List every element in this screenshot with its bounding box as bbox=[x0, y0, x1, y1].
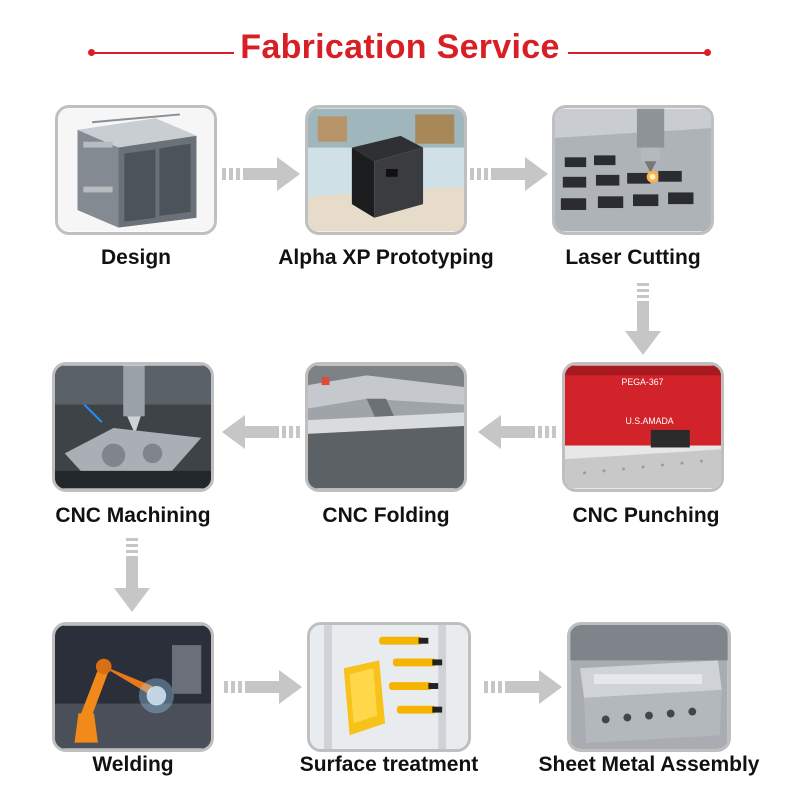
step-surface-treatment bbox=[307, 622, 471, 752]
step-label-cnc-punching: CNC Punching bbox=[572, 504, 720, 527]
welding-robot-icon bbox=[55, 625, 211, 749]
step-label-laser-cutting: Laser Cutting bbox=[565, 246, 701, 269]
press-brake-icon bbox=[308, 365, 464, 489]
page-title: Fabrication Service bbox=[240, 28, 560, 66]
step-alpha-xp-prototyping bbox=[305, 105, 467, 235]
cnc-mill-icon bbox=[55, 365, 211, 489]
step-sheet-metal-assembly bbox=[567, 622, 731, 752]
arrow-right-3 bbox=[224, 668, 302, 706]
step-label-alpha-xp-prototyping: Alpha XP Prototyping bbox=[278, 246, 494, 269]
arrow-down-1 bbox=[624, 283, 662, 355]
step-cnc-folding bbox=[305, 362, 467, 492]
arrow-down-2 bbox=[113, 538, 151, 612]
assembled-grill-icon bbox=[570, 625, 728, 749]
arrow-right-1 bbox=[222, 155, 300, 193]
step-welding bbox=[52, 622, 214, 752]
title-left-dot bbox=[88, 49, 95, 56]
step-laser-cutting bbox=[552, 105, 714, 235]
title-left-line bbox=[92, 52, 234, 54]
step-label-cnc-machining: CNC Machining bbox=[55, 504, 211, 527]
arrow-left-2 bbox=[478, 413, 556, 451]
step-cnc-machining bbox=[52, 362, 214, 492]
cabinet-cad-icon bbox=[58, 108, 214, 232]
powder-coating-icon bbox=[310, 625, 468, 749]
step-label-design: Design bbox=[100, 246, 171, 269]
step-label-surface-treatment: Surface treatment bbox=[299, 753, 479, 776]
machine-brand-text: U.S.AMADA bbox=[625, 416, 673, 426]
title-right-line bbox=[568, 52, 708, 54]
arrow-left-1 bbox=[222, 413, 300, 451]
metal-box-prototype-icon bbox=[308, 108, 464, 232]
title-right-dot bbox=[704, 49, 711, 56]
step-label-cnc-folding: CNC Folding bbox=[322, 504, 450, 527]
punch-press-icon: PEGA-367 U.S.AMADA bbox=[565, 365, 721, 489]
arrow-right-4 bbox=[484, 668, 562, 706]
step-label-sheet-metal-assembly: Sheet Metal Assembly bbox=[538, 753, 760, 776]
machine-model-text: PEGA-367 bbox=[622, 377, 664, 387]
arrow-right-2 bbox=[470, 155, 548, 193]
laser-cutter-icon bbox=[555, 108, 711, 232]
step-design bbox=[55, 105, 217, 235]
step-label-welding: Welding bbox=[92, 753, 174, 776]
step-cnc-punching: PEGA-367 U.S.AMADA bbox=[562, 362, 724, 492]
